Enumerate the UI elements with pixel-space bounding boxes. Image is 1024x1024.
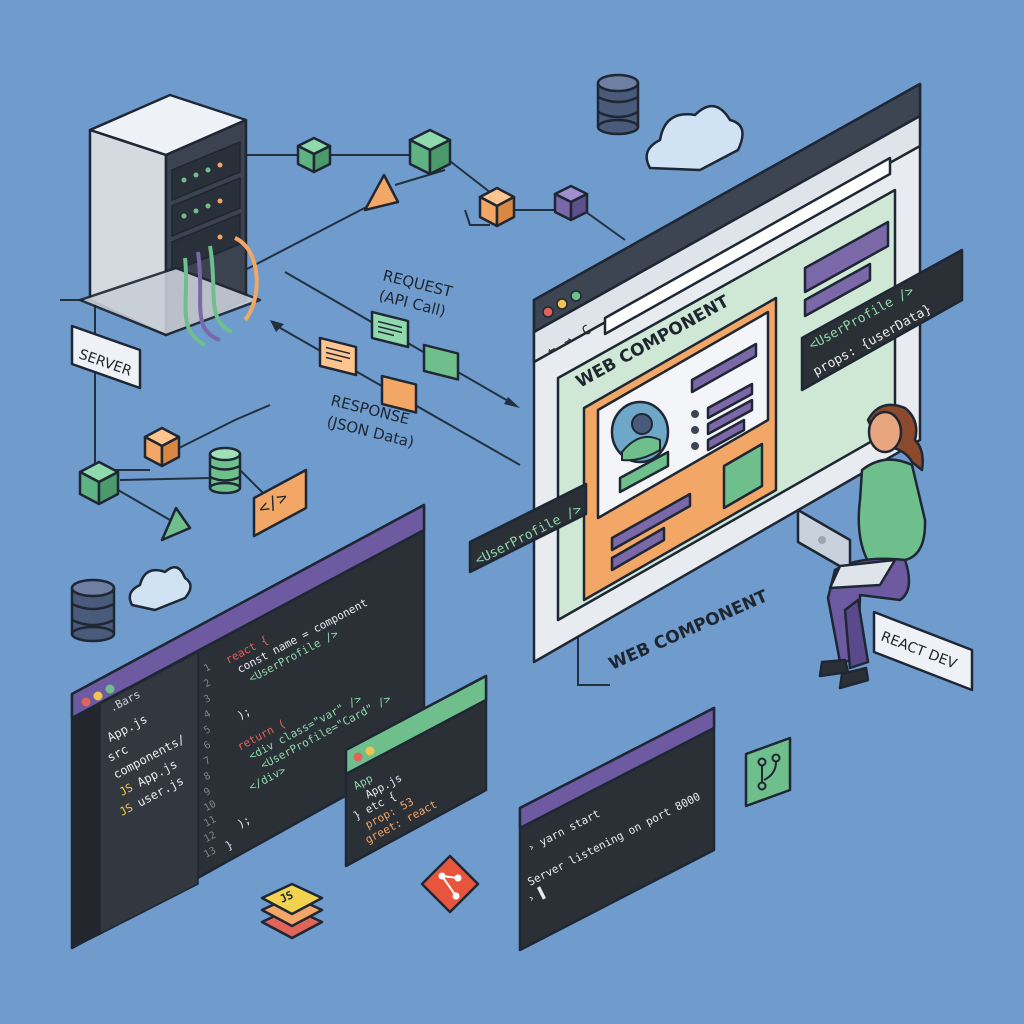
user-avatar-icon — [610, 400, 670, 464]
request-label: REQUEST (API Call) — [377, 266, 455, 320]
line-number: 12 — [202, 830, 218, 845]
line-number: 13 — [202, 845, 218, 860]
server-rack-icon — [78, 93, 262, 347]
file-tree-type-badge: JS — [117, 801, 135, 819]
code-brackets-icon: </> — [252, 468, 308, 538]
component-card — [582, 296, 778, 602]
line-number: 4 — [202, 709, 212, 722]
line-number: 8 — [202, 771, 212, 784]
line-number: 6 — [202, 740, 212, 753]
laptop-icon — [796, 508, 897, 590]
cube-icon — [78, 128, 589, 506]
svg-text:JS: JS — [278, 888, 296, 905]
react-dev-label: REACT DEV — [872, 610, 974, 692]
line-number: 7 — [202, 755, 212, 768]
editor-minimize-dot[interactable] — [93, 691, 103, 701]
server-label: SERVER — [70, 324, 142, 390]
panel-minimize-dot[interactable] — [365, 746, 375, 756]
line-number: 11 — [202, 814, 218, 829]
code-line: } — [223, 838, 235, 853]
triangle-icon — [160, 173, 400, 542]
cloud-icon — [128, 105, 744, 612]
small-code-panel — [344, 674, 488, 868]
database-icon — [70, 73, 640, 643]
line-number: 9 — [202, 786, 212, 799]
json-message-icon — [318, 310, 460, 414]
window-minimize-dot[interactable] — [556, 298, 568, 310]
line-number: 2 — [202, 678, 212, 691]
terminal-window — [518, 706, 716, 952]
js-stack-icon: JS — [260, 882, 324, 940]
line-number: 1 — [202, 662, 212, 675]
line-number: 10 — [202, 799, 218, 814]
editor-close-dot[interactable] — [81, 697, 91, 707]
file-tree-type-badge: JS — [117, 781, 135, 799]
window-maximize-dot[interactable] — [570, 290, 582, 302]
window-close-dot[interactable] — [542, 306, 554, 318]
address-bar[interactable] — [603, 156, 892, 336]
panel-maximize-dot[interactable] — [377, 739, 387, 749]
developer-person-icon — [818, 403, 927, 690]
line-number: 5 — [202, 724, 212, 737]
code-editor-window: .Bars — [70, 503, 426, 950]
panel-close-dot[interactable] — [353, 752, 363, 762]
editor-maximize-dot[interactable] — [105, 684, 115, 694]
git-branch-icon — [744, 736, 792, 808]
line-number: 3 — [202, 693, 212, 706]
git-icon — [420, 854, 480, 914]
